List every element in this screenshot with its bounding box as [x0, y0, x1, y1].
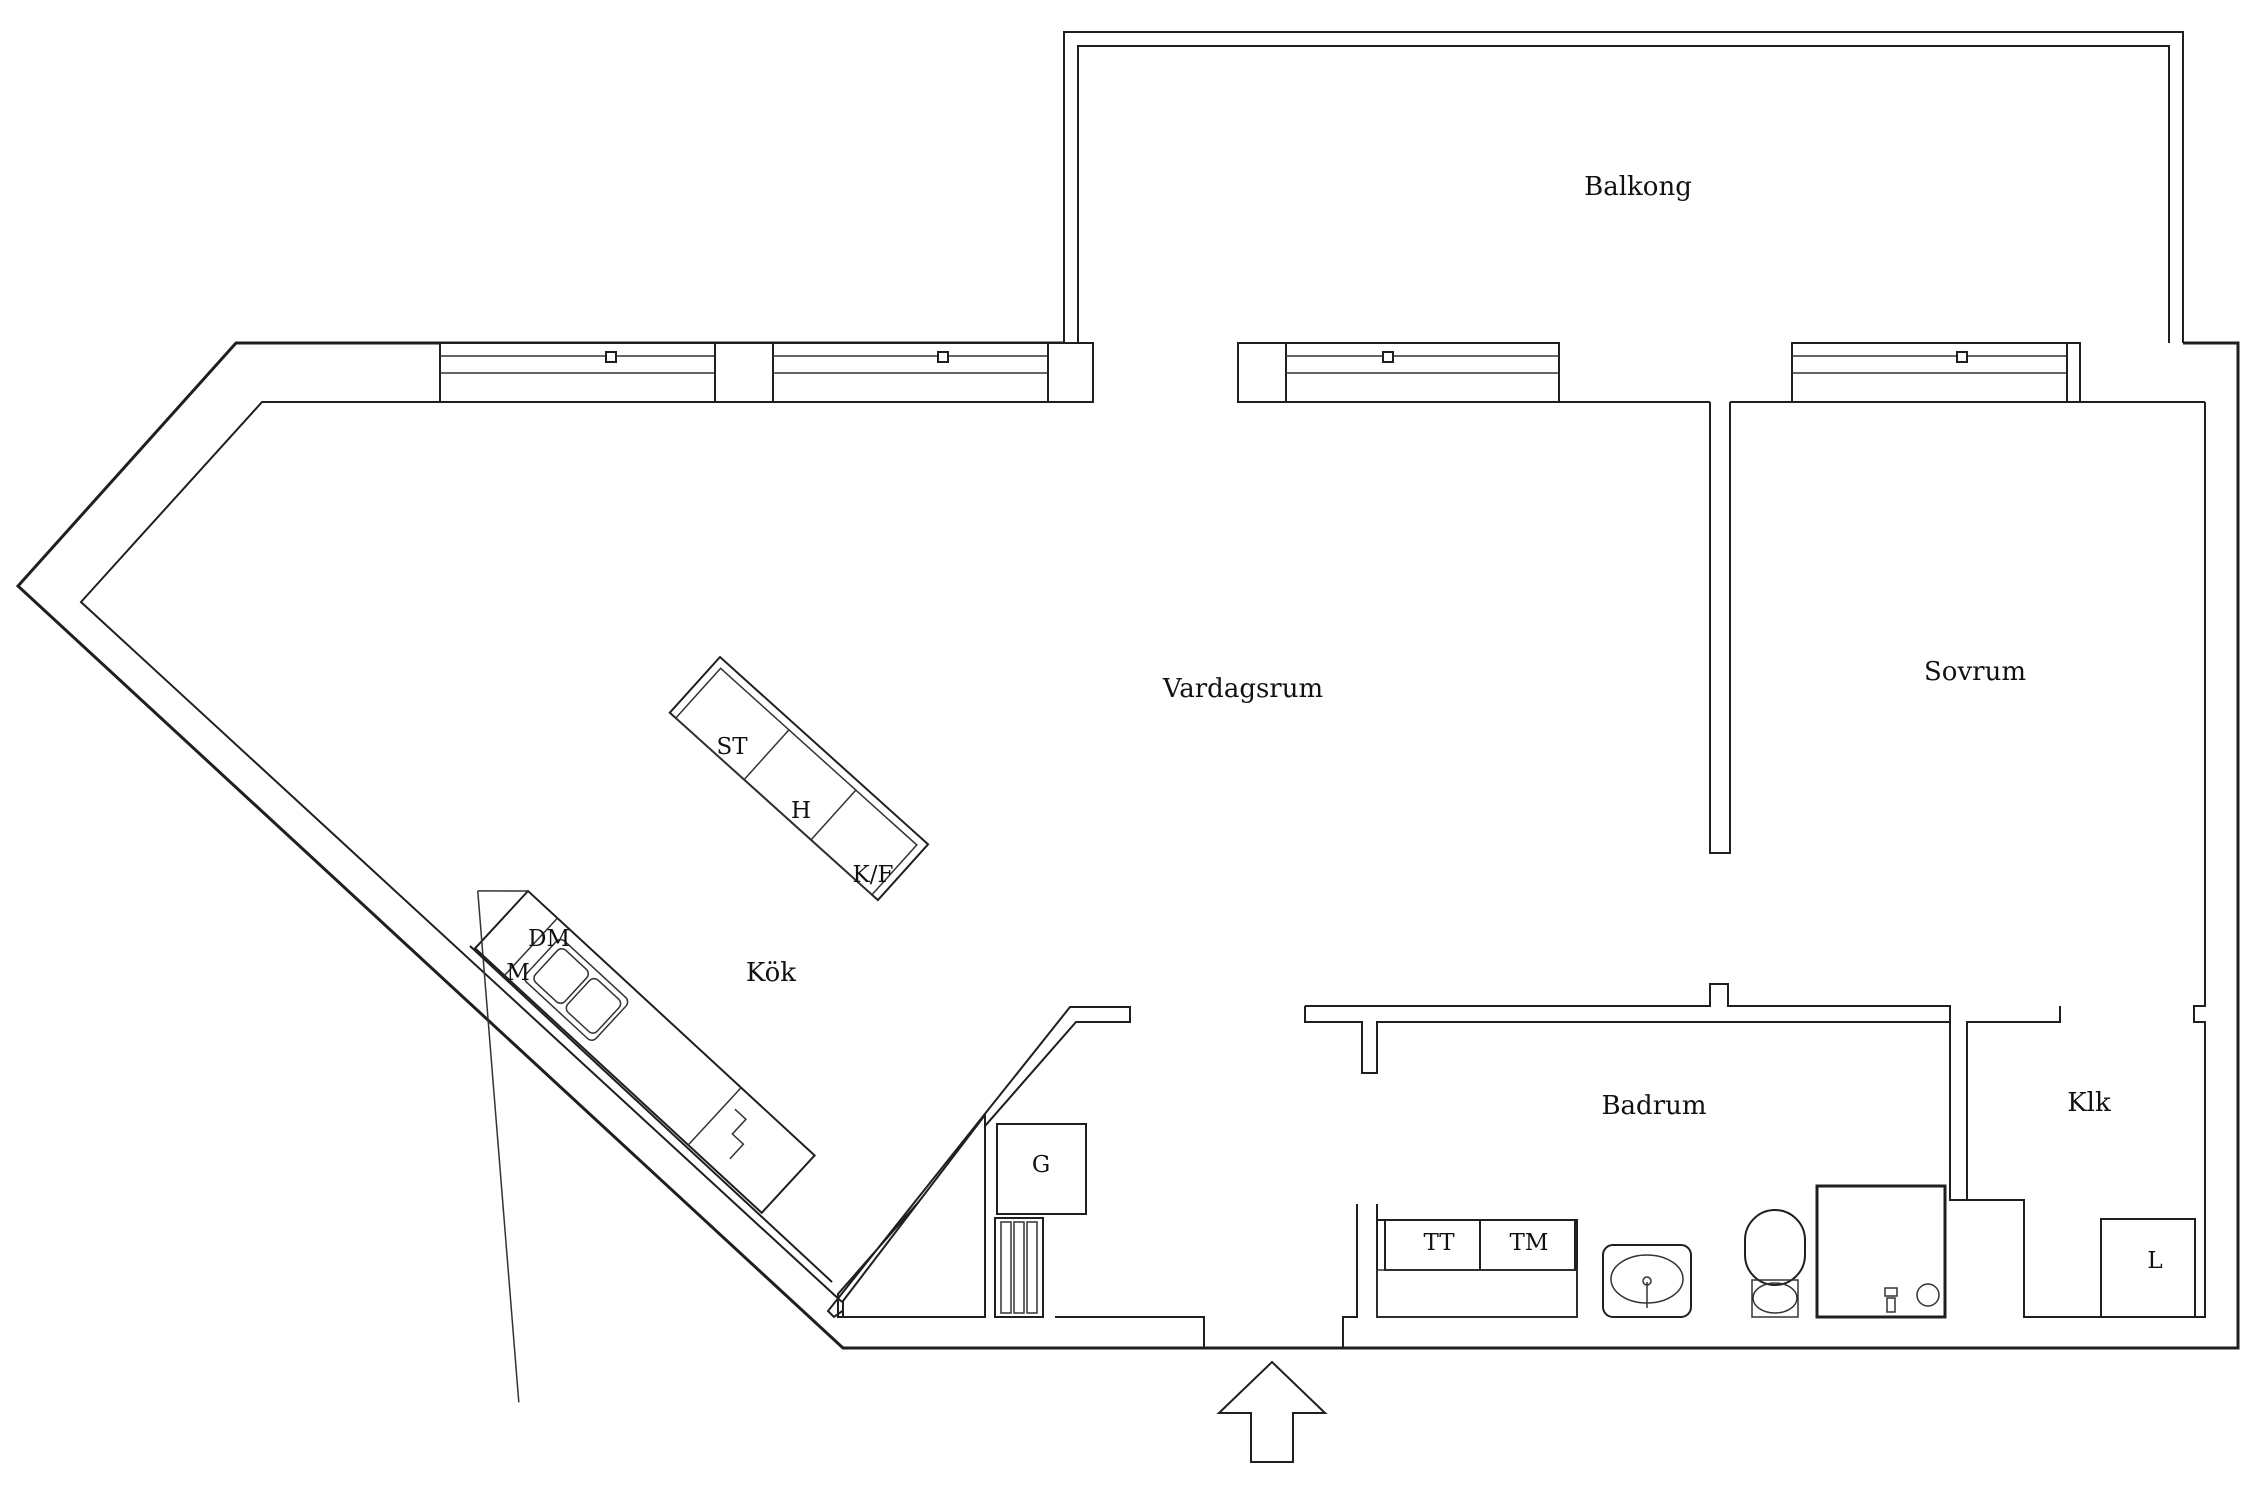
window [1791, 342, 2068, 403]
fixture-label-tm: TM [1510, 1230, 1549, 1256]
fixture-label-dm: DM [528, 926, 570, 952]
fixture-label-st: ST [716, 734, 748, 760]
balcony [1063, 31, 2184, 343]
windows [439, 342, 2081, 403]
fixture-label-g: G [1032, 1152, 1050, 1178]
room-label-klk: Klk [2067, 1088, 2111, 1118]
interior-walls [826, 402, 1968, 1319]
wardrobe-l [2100, 1218, 2196, 1318]
window [772, 342, 1049, 403]
window [439, 342, 716, 403]
toilet-icon [1744, 1209, 1806, 1318]
outer-walls [15, 341, 2240, 1350]
room-label-vardagsrum: Vardagsrum [1162, 674, 1323, 704]
room-label-sovrum: Sovrum [1924, 657, 2026, 687]
entrance-arrow-icon [1216, 1360, 1328, 1463]
fixture-label-l: L [2147, 1248, 2162, 1274]
kitchen-counter [473, 889, 817, 1403]
radiator-icon [994, 1217, 1044, 1318]
fixture-label-h: H [791, 798, 811, 824]
sink-icon [1602, 1244, 1692, 1318]
bathroom-fixtures [1356, 1184, 1947, 1319]
closet-g [996, 1123, 1087, 1215]
room-label-badrum: Badrum [1601, 1091, 1706, 1121]
kitchen-island [668, 655, 930, 902]
kitchen-sink-icon [524, 938, 629, 1041]
shower-icon [1815, 1184, 1947, 1319]
window [1285, 342, 1560, 403]
fixture-label-tt: TT [1423, 1230, 1455, 1256]
room-label-kok: Kök [746, 958, 796, 988]
fixture-label-m: M [506, 960, 530, 986]
room-label-balkong: Balkong [1584, 172, 1692, 202]
fixture-label-kf: K/F [853, 862, 894, 888]
